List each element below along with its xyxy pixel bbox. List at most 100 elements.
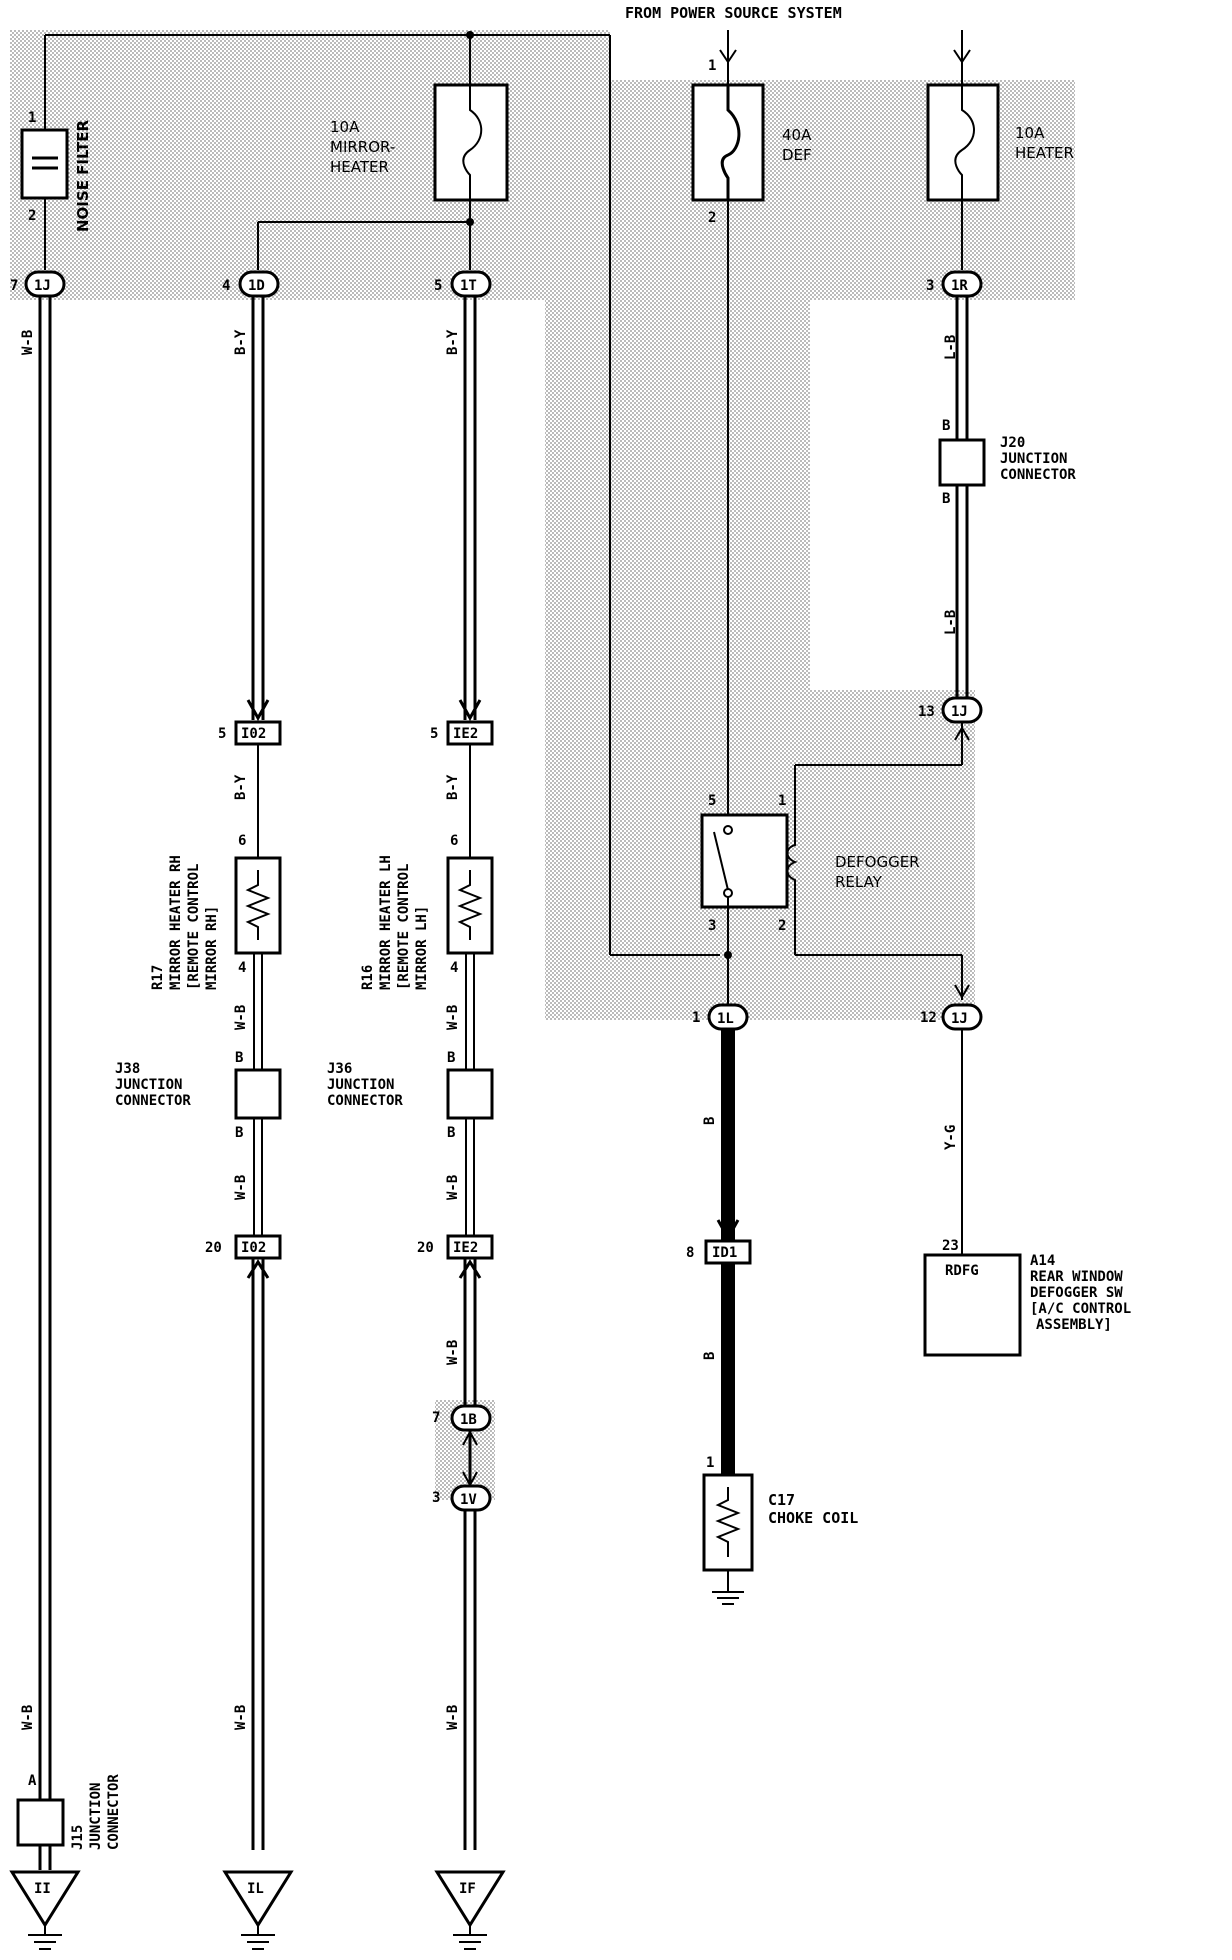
- svg-text:MIRROR-: MIRROR-: [330, 138, 395, 156]
- svg-text:IL: IL: [247, 1881, 264, 1897]
- svg-text:DEFOGGER SW: DEFOGGER SW: [1030, 1285, 1123, 1301]
- svg-text:10A: 10A: [330, 118, 360, 136]
- svg-text:CONNECTOR: CONNECTOR: [1000, 467, 1076, 483]
- svg-text:W-B: W-B: [20, 1705, 36, 1730]
- svg-text:CHOKE COIL: CHOKE COIL: [768, 1509, 858, 1527]
- svg-text:7: 7: [432, 1410, 440, 1426]
- svg-text:13: 13: [918, 704, 935, 720]
- svg-text:CONNECTOR: CONNECTOR: [106, 1774, 122, 1850]
- svg-text:10A: 10A: [1015, 124, 1045, 142]
- rear-defogger-switch: 12 1J Y-G 23 RDFG A14 REAR WINDOW DEFOGG…: [920, 1003, 1131, 1357]
- svg-text:MIRROR HEATER LH: MIRROR HEATER LH: [378, 855, 394, 990]
- svg-text:W-B: W-B: [445, 1175, 461, 1200]
- svg-text:I02: I02: [241, 726, 266, 742]
- fuse-mirror-heater: 10A MIRROR- HEATER: [257, 83, 509, 270]
- svg-text:L-B: L-B: [943, 610, 959, 635]
- wire-wb-left: W-B W-B: [20, 296, 52, 1800]
- svg-text:B: B: [447, 1050, 455, 1066]
- svg-text:B: B: [235, 1050, 243, 1066]
- connector-5-1T: 5 1T: [434, 270, 492, 298]
- svg-text:3: 3: [926, 278, 934, 294]
- svg-text:1: 1: [692, 1010, 700, 1026]
- svg-text:W-B: W-B: [445, 1340, 461, 1365]
- svg-text:W-B: W-B: [233, 1005, 249, 1030]
- svg-text:20: 20: [417, 1240, 434, 1256]
- svg-text:1T: 1T: [460, 278, 477, 294]
- svg-text:JUNCTION: JUNCTION: [115, 1077, 182, 1093]
- svg-text:B-Y: B-Y: [445, 774, 461, 800]
- svg-text:C17: C17: [768, 1491, 795, 1509]
- svg-text:A: A: [28, 1773, 37, 1789]
- top-feed-wires: [44, 31, 720, 956]
- svg-text:[REMOTE CONTROL: [REMOTE CONTROL: [186, 864, 202, 990]
- svg-text:2: 2: [708, 210, 716, 226]
- svg-text:1J: 1J: [34, 278, 51, 294]
- svg-text:B: B: [702, 1117, 718, 1125]
- header-label: FROM POWER SOURCE SYSTEM: [625, 4, 842, 22]
- svg-text:B: B: [942, 418, 950, 434]
- svg-text:5: 5: [708, 793, 716, 809]
- ground-IL: IL: [222, 1870, 294, 1950]
- svg-text:B: B: [235, 1125, 243, 1141]
- svg-text:J36: J36: [327, 1061, 352, 1077]
- svg-text:5: 5: [434, 278, 442, 294]
- mirror-lh-column: B-Y 5 IE2 B-Y 6 4 R16 MIRROR HEATER LH […: [327, 296, 494, 1850]
- svg-text:5: 5: [218, 726, 226, 742]
- svg-text:R17: R17: [150, 965, 166, 990]
- svg-text:IE2: IE2: [453, 1240, 478, 1256]
- svg-text:JUNCTION: JUNCTION: [1000, 451, 1067, 467]
- svg-text:I02: I02: [241, 1240, 266, 1256]
- svg-text:[REMOTE CONTROL: [REMOTE CONTROL: [396, 864, 412, 990]
- svg-text:L-B: L-B: [943, 335, 959, 360]
- svg-text:B-Y: B-Y: [445, 329, 461, 355]
- svg-text:RELAY: RELAY: [835, 873, 883, 891]
- svg-text:4: 4: [238, 960, 246, 976]
- svg-text:W-B: W-B: [233, 1705, 249, 1730]
- svg-text:20: 20: [205, 1240, 222, 1256]
- svg-text:3: 3: [432, 1490, 440, 1506]
- mirror-rh-column: B-Y 5 I02 B-Y 6 4 R17 MIRROR HEATER RH […: [115, 296, 282, 1850]
- svg-text:1L: 1L: [717, 1011, 734, 1027]
- svg-text:1D: 1D: [248, 278, 265, 294]
- svg-text:A14: A14: [1030, 1253, 1055, 1269]
- svg-text:IF: IF: [459, 1881, 476, 1897]
- svg-text:MIRROR LH]: MIRROR LH]: [414, 906, 430, 990]
- heater-column: L-B B B J20 JUNCTION CONNECTOR L-B 13 1J: [794, 296, 1076, 822]
- svg-text:B: B: [702, 1352, 718, 1360]
- svg-text:1: 1: [706, 1455, 714, 1471]
- svg-text:4: 4: [222, 278, 230, 294]
- svg-text:MIRROR HEATER RH: MIRROR HEATER RH: [168, 855, 184, 990]
- svg-text:6: 6: [238, 833, 246, 849]
- svg-text:2: 2: [28, 208, 36, 224]
- svg-text:[A/C CONTROL: [A/C CONTROL: [1030, 1301, 1131, 1317]
- svg-text:1J: 1J: [951, 1011, 968, 1027]
- svg-text:R16: R16: [360, 965, 376, 990]
- svg-text:JUNCTION: JUNCTION: [88, 1783, 104, 1850]
- svg-text:W-B: W-B: [445, 1705, 461, 1730]
- svg-text:3: 3: [708, 918, 716, 934]
- fuse-def: 1 40A DEF 2: [691, 30, 812, 830]
- svg-text:2: 2: [778, 918, 786, 934]
- svg-text:IE2: IE2: [453, 726, 478, 742]
- svg-text:DEFOGGER: DEFOGGER: [835, 853, 920, 871]
- svg-text:HEATER: HEATER: [1015, 144, 1074, 162]
- noise-filter-label: NOISE FILTER: [74, 119, 92, 232]
- svg-text:RDFG: RDFG: [945, 1263, 979, 1279]
- connector-4-1D: 4 1D: [222, 270, 280, 298]
- svg-text:JUNCTION: JUNCTION: [327, 1077, 394, 1093]
- svg-text:1B: 1B: [460, 1412, 477, 1428]
- svg-text:1R: 1R: [951, 278, 968, 294]
- connector-3-1R: 3 1R: [926, 270, 983, 298]
- svg-text:5: 5: [430, 726, 438, 742]
- connector-7-1J: 7 1J: [10, 270, 66, 298]
- svg-text:1: 1: [708, 58, 716, 74]
- svg-text:7: 7: [10, 278, 18, 294]
- svg-text:J20: J20: [1000, 435, 1025, 451]
- svg-text:B: B: [942, 491, 950, 507]
- svg-text:J38: J38: [115, 1061, 140, 1077]
- svg-text:B-Y: B-Y: [233, 329, 249, 355]
- svg-text:1: 1: [28, 110, 36, 126]
- svg-text:MIRROR RH]: MIRROR RH]: [204, 906, 220, 990]
- svg-text:J15: J15: [70, 1825, 86, 1850]
